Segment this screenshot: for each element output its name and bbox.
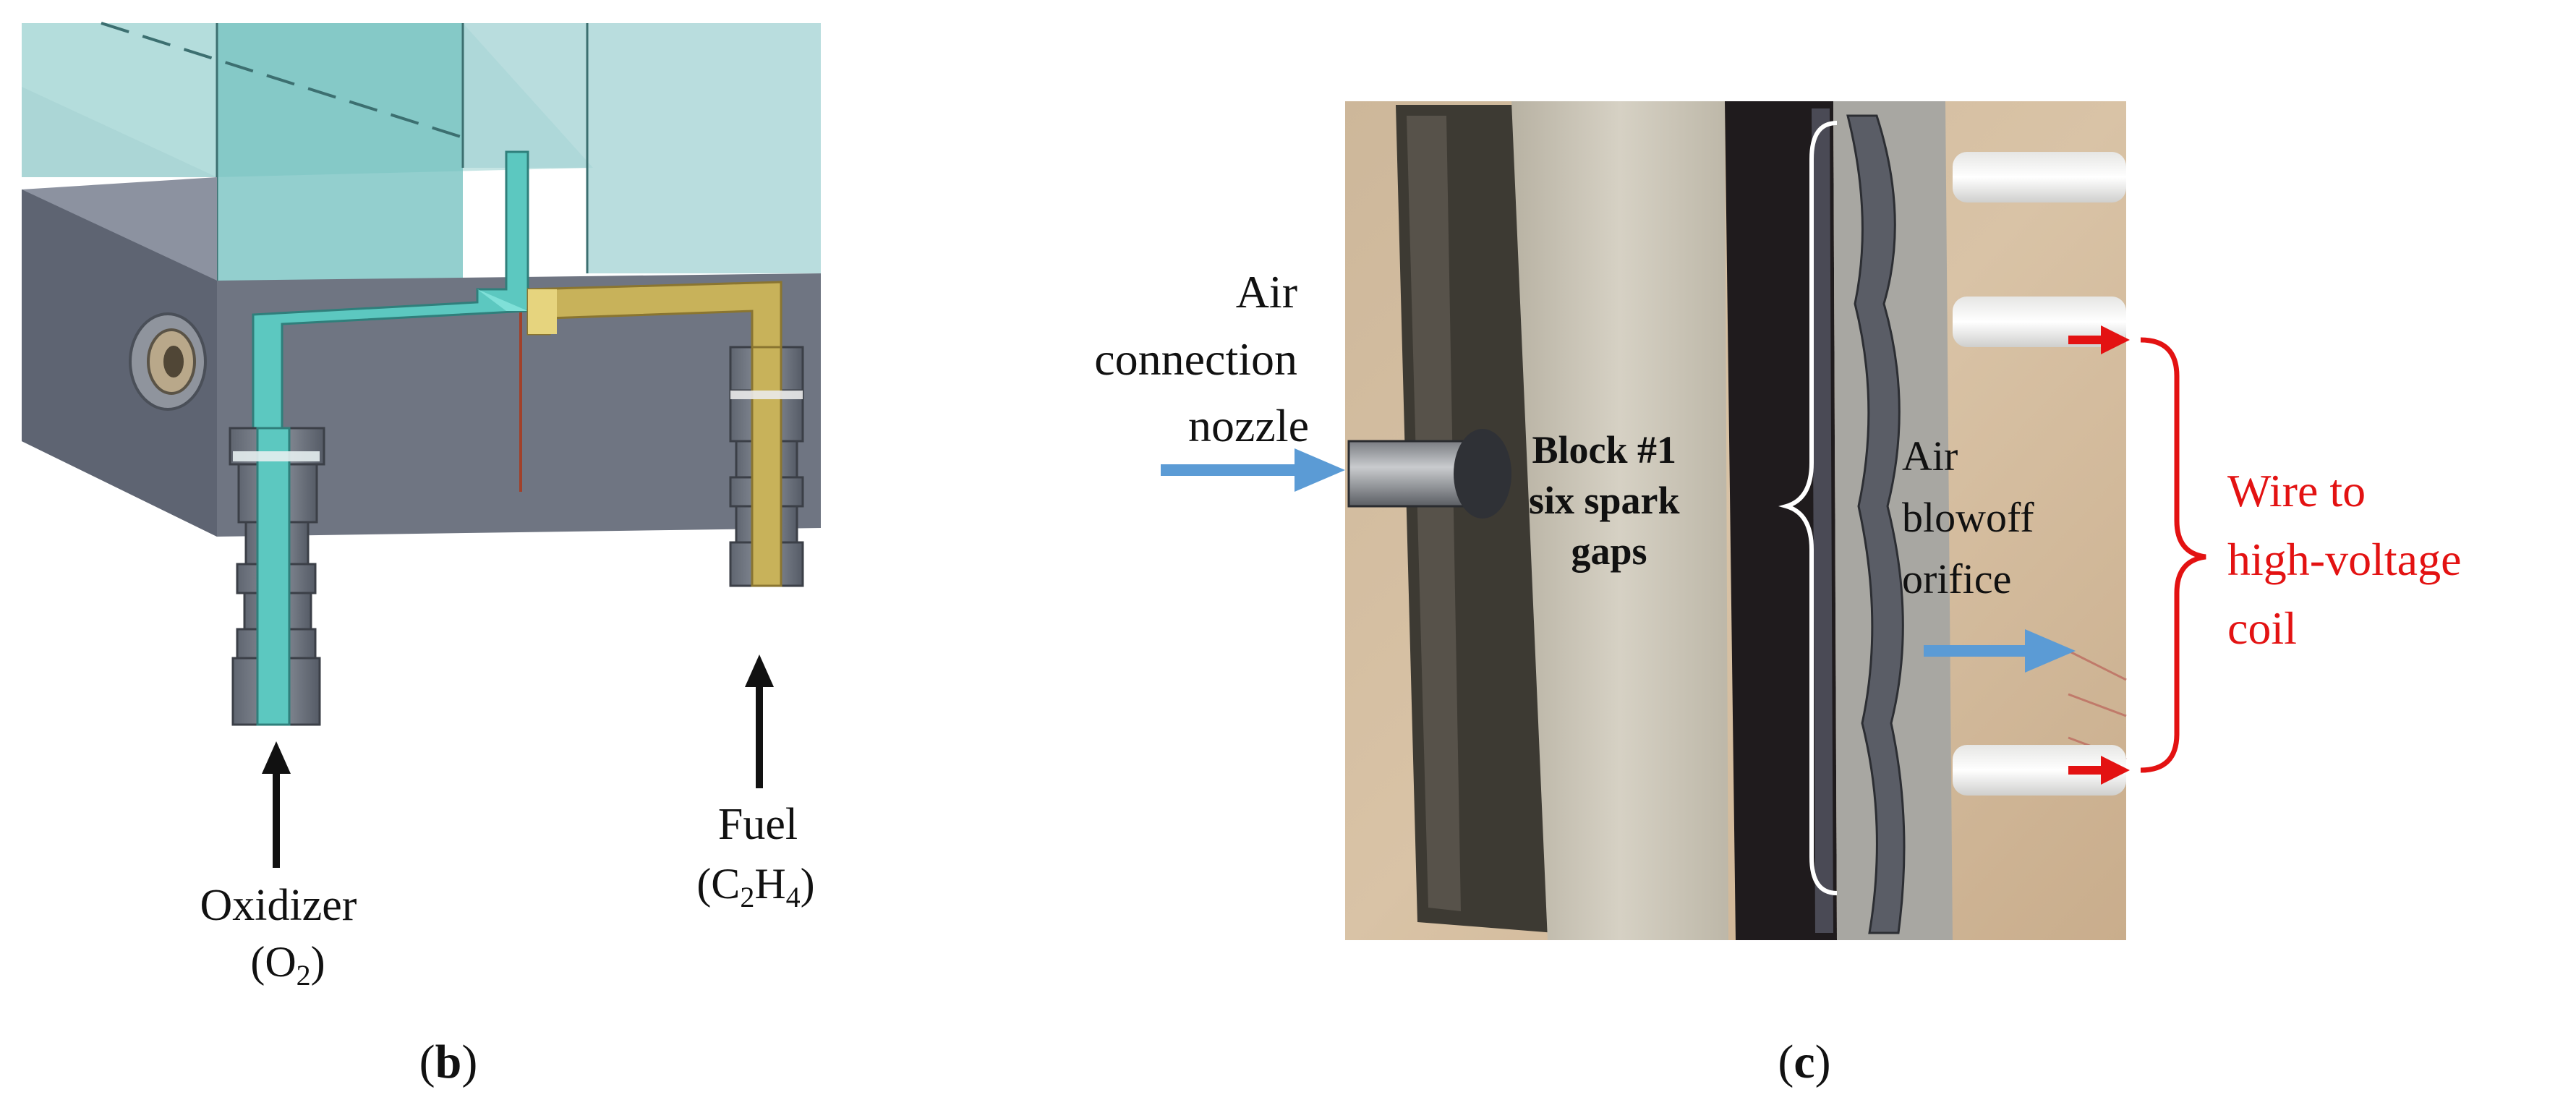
fuel-arrow [745, 654, 774, 788]
wire-brace [2140, 337, 2206, 773]
wire-label-line-1: Wire to [2227, 465, 2366, 516]
block-label-line-3: gaps [1571, 529, 1647, 573]
panel-b-diagram: Oxidizer (O2) Fuel (C2H4) (b) [22, 22, 821, 1088]
oxidizer-formula-sub: 2 [297, 959, 311, 992]
light-plate-block1 [1511, 101, 1728, 940]
oxidizer-formula-open: (O [250, 938, 296, 986]
fuel-formula: (C2H4) [696, 860, 814, 913]
fuel-wedge [528, 289, 557, 334]
air-blowoff-label: Air blowoff orifice [1902, 432, 2044, 602]
block-label-line-2: six spark [1529, 479, 1680, 522]
electrode-strip [1846, 114, 1906, 934]
block-side [22, 189, 217, 537]
air-in-arrow [1161, 448, 1345, 492]
air-blowoff-line-2: blowoff [1902, 494, 2034, 541]
wire-tube-upper [1953, 297, 2126, 347]
air-connection-line-1: Air [1236, 266, 1297, 317]
spark-gap-brace [1778, 121, 1838, 895]
photo-bg-line [2068, 649, 2127, 681]
glass-slot-wall [217, 23, 463, 281]
block-label-line-1: Block #1 [1532, 428, 1676, 472]
air-blowoff-line-1: Air [1902, 432, 1958, 479]
panel-c-photo: Air connection nozzle Block #1 six spark… [1094, 101, 2473, 1088]
fuel-fitting [729, 346, 804, 587]
fuel-formula-open: (C [696, 860, 740, 908]
oxidizer-formula-close: ) [311, 938, 325, 986]
wire-label: Wire to high-voltage coil [2227, 465, 2473, 654]
block-label: Block #1 six spark gaps [1529, 428, 1689, 573]
air-out-arrow [1924, 629, 2076, 673]
red-arrow-bottom [2068, 756, 2130, 785]
block-front [22, 189, 821, 537]
black-plate [1725, 101, 1837, 940]
oxidizer-fitting [229, 427, 325, 726]
fuel-formula-sub1: 2 [740, 881, 754, 913]
wire-tube-lower [1953, 745, 2126, 796]
air-blowoff-line-3: orifice [1902, 555, 2011, 602]
black-plate-shine [1812, 108, 1833, 933]
wire-tube-top [1953, 152, 2126, 202]
photo-bg-line-2 [2068, 693, 2127, 717]
wire-label-line-3: coil [2227, 602, 2297, 654]
air-connection-label: Air connection nozzle [1094, 266, 1309, 451]
panel-c-letter: (c) [1778, 1036, 1830, 1088]
air-connection-line-2: connection [1094, 333, 1297, 385]
dark-foam-plate-highlight [1407, 116, 1461, 911]
slot-seam [101, 22, 464, 139]
oxidizer-label: Oxidizer [200, 881, 357, 930]
red-arrow-top [2068, 325, 2130, 354]
panel-b-letter: (b) [419, 1036, 478, 1088]
air-nozzle [1347, 440, 1473, 508]
glass-right [463, 23, 821, 273]
fuel-formula-close: ) [801, 860, 815, 908]
oxidizer-formula: (O2) [250, 938, 325, 992]
wire-label-line-2: high-voltage [2227, 534, 2461, 585]
fuel-formula-mid: H [754, 860, 785, 908]
fuel-formula-sub2: 4 [786, 881, 801, 913]
side-port-hole [163, 346, 184, 378]
air-nozzle-cap [1454, 429, 1511, 519]
oxidizer-arrow [262, 741, 291, 868]
oxidizer-wedge [477, 289, 528, 311]
fuel-label: Fuel [718, 800, 798, 849]
air-connection-line-3: nozzle [1188, 400, 1309, 451]
